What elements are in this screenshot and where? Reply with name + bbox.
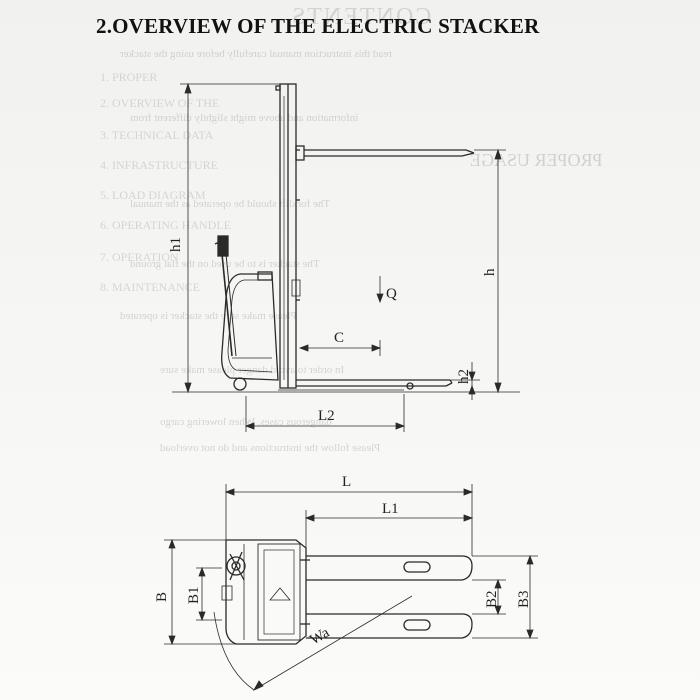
lowered-fork [278, 379, 453, 391]
drive-wheel [233, 377, 247, 391]
top-view [164, 484, 538, 691]
section-title: 2.OVERVIEW OF THE ELECTRIC STACKER [96, 14, 540, 38]
dim-label-q: Q [386, 286, 397, 302]
dim-label-c: C [334, 330, 344, 346]
dim-label-l1: L1 [382, 501, 399, 517]
tiller-head-top [221, 551, 246, 601]
dim-label-h: h [482, 268, 498, 276]
tiller-handle [214, 235, 237, 357]
dim-label-l2: L2 [318, 408, 335, 424]
side-dimensions [180, 82, 506, 432]
mast [275, 83, 301, 389]
dim-label-b2: B2 [484, 590, 500, 608]
dim-label-b3: B3 [516, 590, 532, 608]
raised-fork [295, 145, 475, 161]
chassis-top [225, 539, 310, 645]
dim-label-b: B [154, 592, 170, 602]
stacker-body [221, 271, 279, 381]
side-view [172, 82, 520, 432]
dim-label-h1: h1 [168, 237, 184, 252]
dim-label-h2: h2 [456, 369, 472, 384]
forks-top [306, 555, 473, 639]
top-dimensions [164, 484, 538, 691]
dim-label-l: L [342, 474, 351, 490]
dim-label-b1: B1 [186, 586, 202, 604]
dim-label-wa: Wa [307, 625, 332, 649]
